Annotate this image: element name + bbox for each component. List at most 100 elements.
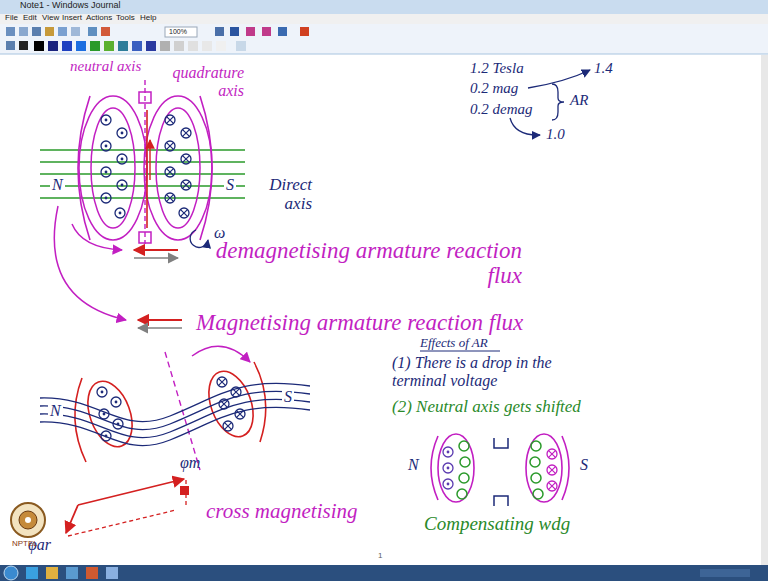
- menu-item: Edit: [23, 14, 37, 23]
- conductor-circle: [459, 441, 469, 451]
- conductor-cross: [165, 141, 175, 151]
- flux-arrow: [138, 319, 182, 321]
- conductor-cross: [179, 208, 189, 218]
- menu-item: Help: [140, 14, 156, 23]
- conductor-cross: [231, 387, 241, 397]
- flux-density-note: AR: [570, 92, 588, 109]
- taskbar-icons: [4, 566, 750, 580]
- pole-label: N: [48, 402, 63, 420]
- conductor-circle: [457, 489, 467, 499]
- window-title: Note1 - Windows Journal: [20, 1, 121, 11]
- conductor-cross: [217, 377, 227, 387]
- effect-note: (2) Neutral axis gets shifted: [392, 398, 581, 417]
- brace: [552, 84, 564, 120]
- pointer-arrow: [72, 224, 122, 250]
- conductor-dot: [97, 387, 107, 397]
- menu-item: Insert: [62, 14, 82, 23]
- phasor-label: φm: [180, 454, 200, 472]
- slot-symbols: [494, 438, 508, 506]
- conductor-cross: [223, 421, 233, 431]
- conductor-circle: [531, 441, 541, 451]
- pole-faces: [431, 434, 569, 502]
- color-palette: [6, 41, 246, 51]
- conductor-dot: [99, 409, 109, 419]
- heading-underline: [420, 351, 500, 352]
- conductor-dot: [101, 193, 111, 203]
- toolbar-icons: [6, 27, 309, 37]
- conductor-cross: [181, 180, 191, 190]
- page-number: 1: [378, 552, 382, 561]
- conductor-circle: [530, 457, 540, 467]
- flux-density-note: 0.2 mag: [470, 80, 518, 97]
- winding-note: Compensating wdg: [424, 514, 570, 535]
- conductor-dot: [111, 397, 121, 407]
- conductor-cross: [165, 115, 175, 125]
- conductor-cross: [165, 193, 175, 203]
- conductor-cross: [165, 167, 175, 177]
- axis-label: neutral axis: [70, 58, 141, 75]
- zoom-value: 100%: [169, 28, 187, 36]
- pole-label: S: [282, 388, 294, 406]
- conductor-dot: [115, 208, 125, 218]
- flux-density-note: 1.0: [546, 126, 565, 143]
- conductor-dot: [101, 167, 111, 177]
- flux-density-note: 1.2 Tesla: [470, 60, 524, 77]
- conductor-cross: [219, 399, 229, 409]
- conductor-circle: [531, 473, 541, 483]
- pole-label: N: [408, 456, 419, 474]
- title-bar: [0, 0, 768, 14]
- conductor-cross: [547, 449, 557, 459]
- conductor-dot: [443, 479, 453, 489]
- conductor-dot: [117, 128, 127, 138]
- conductor-dot: [117, 154, 127, 164]
- pole-label: N: [50, 176, 65, 194]
- taskbar: [0, 565, 768, 581]
- toolbar-border: [0, 54, 768, 55]
- flux-arrow: [134, 249, 178, 251]
- axis-label: Direct axis: [250, 176, 312, 213]
- effect-note: (1) There is a drop in the terminal volt…: [392, 354, 607, 389]
- flux-density-note: 0.2 demag: [470, 101, 533, 118]
- note-arrow: [528, 70, 590, 88]
- conductor-cross: [181, 154, 191, 164]
- menu-item: File: [5, 14, 18, 23]
- armature-conductors: [97, 377, 245, 441]
- armature-conductors: [101, 115, 191, 218]
- menu-bar: [0, 14, 768, 24]
- menu-item: Actions: [86, 14, 112, 23]
- flux-density-note: 1.4: [594, 60, 613, 77]
- menu-item: View: [42, 14, 59, 23]
- conductor-dot: [443, 447, 453, 457]
- statement: Magnetising armature reaction flux: [196, 310, 523, 335]
- logo-text: NPTEL: [12, 540, 38, 549]
- conductor-dot: [117, 180, 127, 190]
- pole-label: S: [580, 456, 588, 474]
- conductor-cross: [181, 128, 191, 138]
- nptel-logo: [11, 503, 45, 537]
- conductor-circle: [460, 457, 470, 467]
- field-lines: [40, 150, 245, 198]
- conductor-dot: [113, 419, 123, 429]
- statement: demagnetising armature reaction flux: [192, 238, 522, 289]
- conductor-dot: [443, 463, 453, 473]
- axis-label: quadrature axis: [152, 64, 244, 99]
- conductor-dot: [101, 115, 111, 125]
- conductor-cross: [547, 481, 557, 491]
- conductor-circle: [533, 489, 543, 499]
- flux-arrow: [138, 327, 182, 329]
- scrollbar: [761, 55, 768, 565]
- toolbar: [0, 24, 768, 54]
- rotation-arrow: [192, 346, 250, 362]
- note-arrow: [510, 118, 540, 135]
- flux-arrow: [134, 257, 178, 259]
- conductor-cross: [547, 465, 557, 475]
- rotation-arrow: [190, 230, 208, 247]
- pointer-arrow: [54, 206, 126, 320]
- compensating-conductors: [443, 441, 557, 499]
- section-heading: Effects of AR: [420, 336, 488, 350]
- conductor-circle: [459, 473, 469, 483]
- pole-label: S: [224, 176, 236, 194]
- statement: cross magnetising: [206, 500, 357, 523]
